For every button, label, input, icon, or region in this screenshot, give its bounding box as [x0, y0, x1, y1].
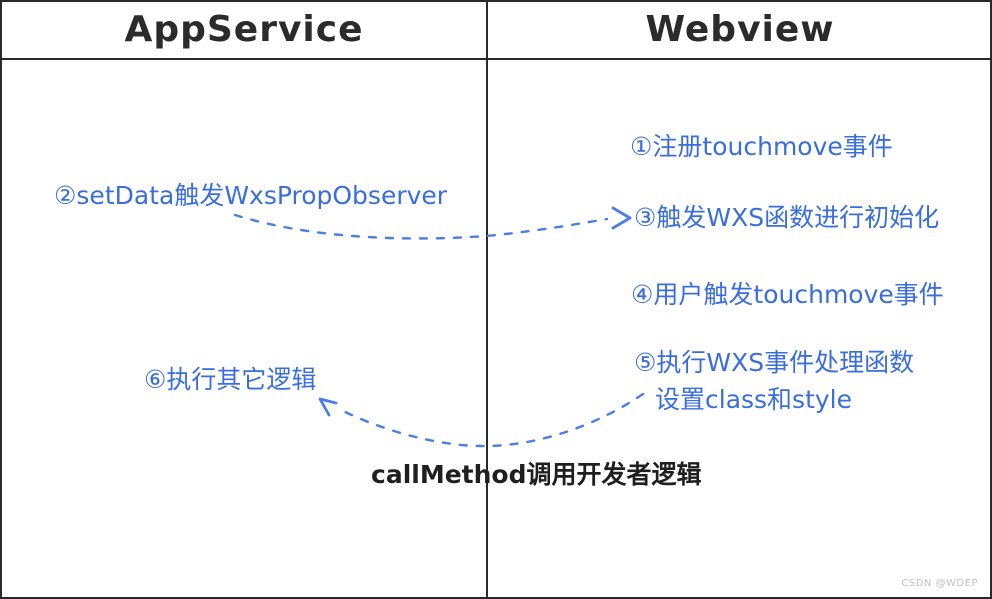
callmethod-caption: callMethod调用开发者逻辑	[371, 460, 702, 489]
step6-other-logic-label: ⑥执行其它逻辑	[144, 365, 317, 394]
column-divider-line	[486, 2, 488, 597]
column-header-webview: Webview	[645, 9, 835, 50]
step3-wxs-init-label: ③触发WXS函数进行初始化	[634, 203, 940, 232]
arrow-callmethod-curve	[337, 392, 645, 448]
arrow-setdata-to-wxs-init	[233, 206, 632, 240]
step5-wxs-handler-label: ⑤执行WXS事件处理函数 设置class和style	[634, 348, 914, 415]
step4-user-touchmove-label: ④用户触发touchmove事件	[631, 280, 944, 309]
column-header-appservice: AppService	[124, 9, 364, 50]
step2-setdata-label: ②setData触发WxsPropObserver	[54, 181, 448, 210]
arrow-callmethod-head	[318, 397, 338, 417]
step5-line2: 设置class和style	[655, 385, 853, 414]
arrow-setdata-head	[611, 206, 632, 230]
step1-register-touchmove-label: ①注册touchmove事件	[630, 132, 893, 161]
arrow-setdata-curve	[233, 213, 609, 240]
watermark-text: CSDN @WDEP	[901, 578, 978, 589]
step5-line1: ⑤执行WXS事件处理函数	[634, 348, 915, 377]
header-separator-line	[2, 58, 990, 60]
arrow-callmethod-to-other-logic	[318, 392, 645, 448]
